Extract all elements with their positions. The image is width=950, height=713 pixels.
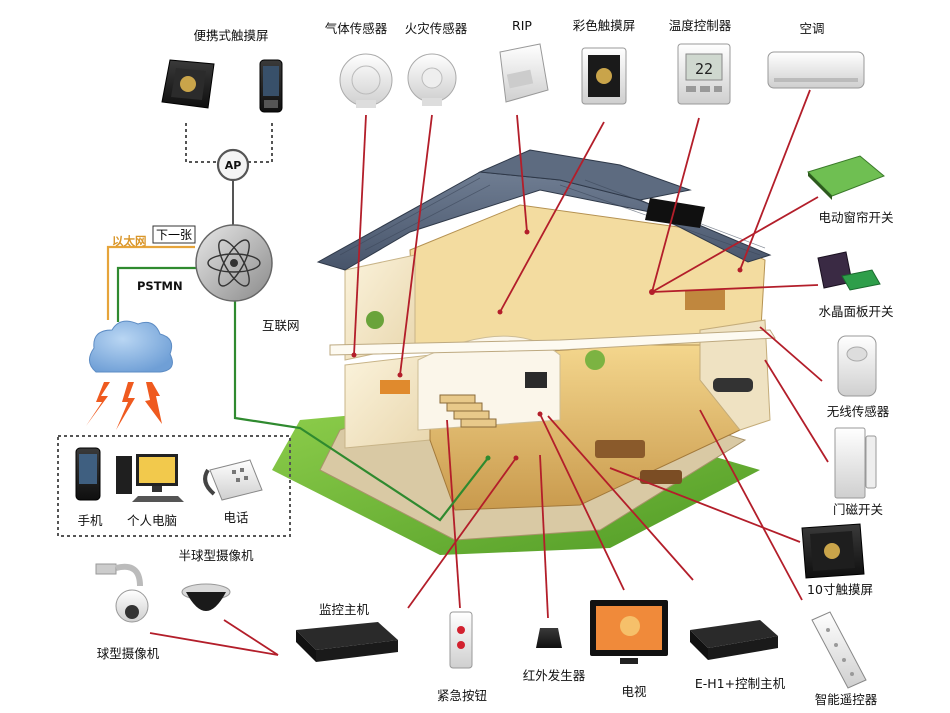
emergency-button-icon <box>449 611 473 669</box>
touch-screen-10in-icon <box>801 523 865 579</box>
mobile-phone-icon <box>75 447 101 501</box>
pc-label: 个人电脑 <box>127 513 177 528</box>
fire-sensor-label: 火灾传感器 <box>405 21 468 36</box>
house-illustration <box>272 149 776 555</box>
pc-icon <box>116 454 184 502</box>
wireless-sensor-label: 无线传感器 <box>827 404 890 419</box>
internet-globe-icon <box>195 224 273 302</box>
tablet-icon <box>161 59 215 109</box>
smartphone-icon <box>259 59 283 113</box>
ethernet-label: 以太网 <box>112 234 147 248</box>
pstmn-label: PSTMN <box>137 279 183 293</box>
thermostat-label: 温度控制器 <box>669 18 732 33</box>
sofa-shape <box>595 440 645 458</box>
tv-icon <box>590 600 668 664</box>
tv-label: 电视 <box>621 684 647 699</box>
mobile-label: 手机 <box>77 513 103 528</box>
gas-sensor-icon <box>339 53 393 108</box>
internet-label: 互联网 <box>262 318 300 333</box>
ball-camera-label: 球型摄像机 <box>97 646 160 661</box>
next-image-button[interactable]: 下一张 <box>152 225 196 244</box>
emergency-label: 紧急按钮 <box>437 688 487 703</box>
crystal-panel-switch-icon <box>817 251 881 291</box>
gas-sensor-label: 气体传感器 <box>325 21 388 36</box>
thermostat-display: 22 <box>695 60 713 78</box>
air-conditioner-icon <box>767 51 865 89</box>
curtain-switch-icon <box>807 155 885 200</box>
pointer-lines <box>149 89 829 656</box>
door-switch-label: 门磁开关 <box>833 502 883 517</box>
remote-label: 智能遥控器 <box>815 692 878 707</box>
portable-touch-label: 便携式触摸屏 <box>193 28 268 43</box>
network-lines <box>57 123 491 537</box>
cloud-icon <box>89 320 173 373</box>
smart-remote-icon <box>811 611 867 689</box>
rip-sensor-icon <box>499 43 549 103</box>
dome-camera-icon <box>181 583 231 611</box>
car-shape <box>713 378 753 392</box>
phone-label: 电话 <box>223 510 248 525</box>
desk-phone-icon <box>203 459 263 501</box>
curtain-switch-label: 电动窗帘开关 <box>818 210 893 225</box>
color-touch-panel-icon <box>581 47 627 105</box>
lightning-icons <box>86 382 162 430</box>
ir-emitter-icon <box>536 628 562 648</box>
color-touch-label: 彩色触摸屏 <box>573 18 636 33</box>
dome-camera-label: 半球型摄像机 <box>178 548 254 563</box>
ap-node: AP <box>216 148 250 182</box>
touch10-label: 10寸触摸屏 <box>807 582 873 597</box>
ac-label: 空调 <box>799 21 824 36</box>
fire-sensor-icon <box>407 53 457 106</box>
door-magnet-switch-icon <box>834 427 877 499</box>
eh1-control-host-icon <box>690 620 778 660</box>
speed-dome-camera-icon <box>95 563 149 623</box>
wireless-sensor-icon <box>837 335 877 397</box>
crystal-panel-label: 水晶面板开关 <box>818 304 893 319</box>
eh1-host-label: E-H1+控制主机 <box>695 676 786 691</box>
next-image-label: 下一张 <box>156 228 192 242</box>
ir-emitter-label: 红外发生器 <box>523 668 586 683</box>
ap-label: AP <box>225 159 242 172</box>
rip-label: RIP <box>512 18 532 33</box>
monitor-host-label: 监控主机 <box>319 602 370 617</box>
monitor-host-icon <box>296 622 398 662</box>
thermostat-icon: 22 <box>677 43 731 105</box>
